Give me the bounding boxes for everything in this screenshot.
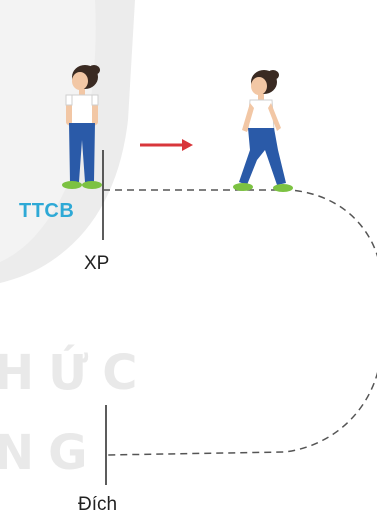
watermark-text-2: NG xyxy=(0,425,102,481)
standing-student-icon xyxy=(62,65,102,189)
finish-line-label: Đích xyxy=(78,494,118,515)
watermark-text-1: HỨC xyxy=(0,345,152,401)
start-position-label: TTCB xyxy=(19,200,75,222)
dashed-path xyxy=(103,189,377,456)
walking-student-icon xyxy=(233,70,293,192)
start-line-label: XP xyxy=(84,253,110,274)
right-arrow-icon xyxy=(140,139,193,151)
